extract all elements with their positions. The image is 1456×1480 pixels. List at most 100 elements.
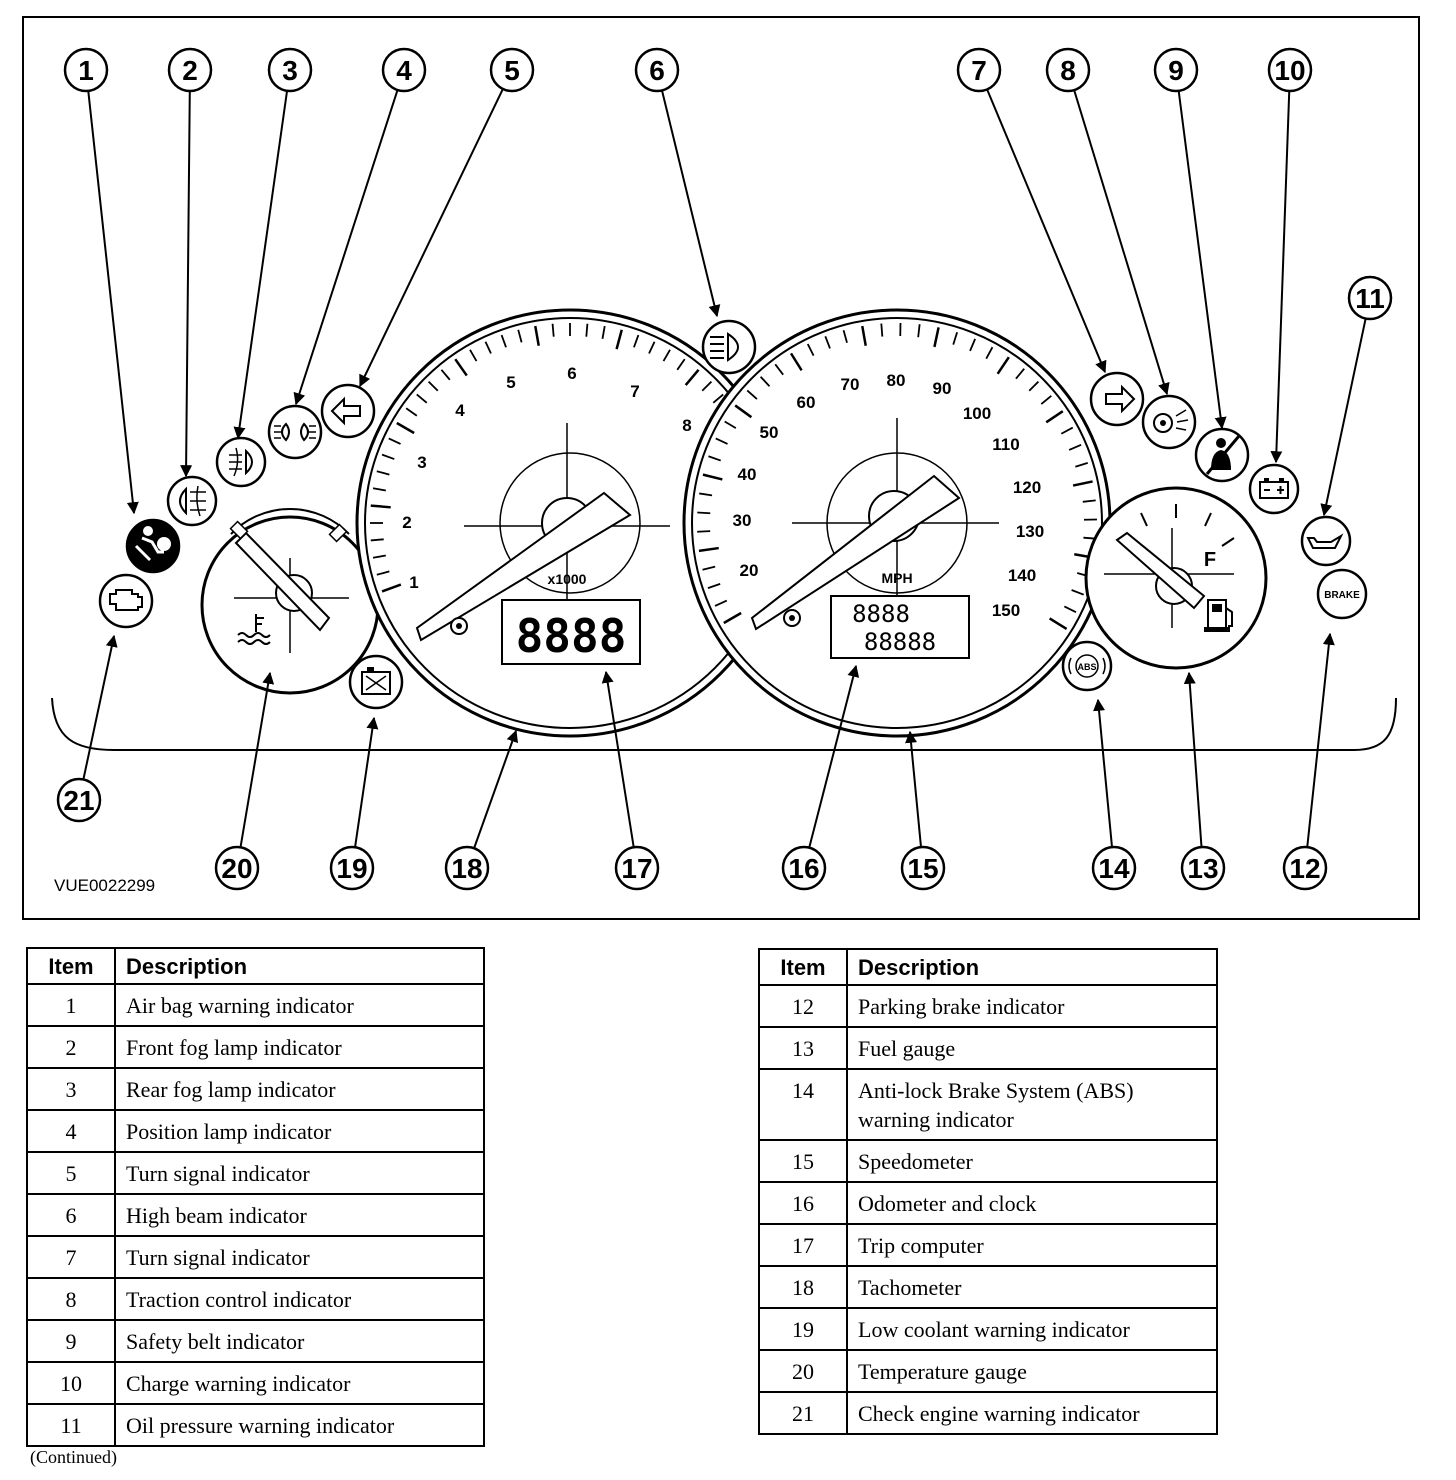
callout-arrow: [1177, 90, 1227, 430]
tachometer-scale-label: 8: [682, 416, 691, 435]
speedometer-unit-label: MPH: [881, 570, 912, 586]
legend-header-item: Item: [758, 948, 848, 986]
dial-tick: [427, 380, 439, 392]
tachometer-scale-label: 1: [409, 573, 418, 592]
dial-tick: [372, 554, 386, 559]
traction-control-icon: [1141, 394, 1197, 450]
legend-item-description: Check engine warning indicator: [846, 1391, 1218, 1435]
tachometer-scale-label: 5: [506, 373, 515, 392]
oil-pressure-icon: [1300, 515, 1352, 567]
legend-header-description: Description: [846, 948, 1218, 986]
legend-item-number: 2: [26, 1025, 116, 1069]
callout-marker: 9: [1153, 47, 1199, 93]
callout-arrow: [986, 88, 1107, 374]
callout-circle: [1347, 275, 1393, 321]
callout-marker: 5: [489, 47, 535, 93]
legend-item-number: 17: [758, 1223, 848, 1267]
legend-item-number: 19: [758, 1307, 848, 1351]
callout-marker: 20: [214, 845, 260, 891]
legend-item-number: 12: [758, 984, 848, 1028]
abs-icon: ABS: [1061, 640, 1113, 692]
speedometer-scale-label: 60: [797, 393, 816, 412]
callout-marker: 3: [267, 47, 313, 93]
legend-item-description: High beam indicator: [114, 1193, 485, 1237]
legend-item-number: 20: [758, 1349, 848, 1393]
legend-header-row: Item Description: [26, 947, 485, 985]
dial-tick: [1082, 499, 1096, 503]
dial-tick: [712, 393, 724, 404]
dial-tick: [615, 329, 623, 350]
dial-tick: [1028, 380, 1040, 392]
dial-tick: [734, 404, 753, 419]
callout-circle: [1045, 47, 1091, 93]
legend-item-description: Oil pressure warning indicator: [114, 1403, 485, 1447]
callout-circle: [781, 845, 827, 891]
dial-tick: [500, 334, 507, 348]
dial-tick: [601, 325, 606, 339]
callout-marker: 6: [634, 47, 680, 93]
callout-arrow: [239, 671, 275, 848]
dial-tick: [917, 324, 921, 338]
dial-tick: [405, 407, 418, 417]
dial-tick: [551, 323, 555, 337]
callout-circle: [56, 777, 102, 823]
brake-icon: BRAKE: [1316, 568, 1368, 620]
callout-arrow: [82, 634, 118, 780]
legend-item-number: 16: [758, 1181, 848, 1225]
callout-number: 6: [649, 55, 665, 86]
check-engine-icon: [98, 573, 154, 629]
legend-item-description: Safety belt indicator: [114, 1319, 485, 1363]
figure-code: VUE0022299: [54, 876, 155, 895]
legend-item-description: Turn signal indicator: [114, 1235, 485, 1279]
callout-marker: 15: [900, 845, 946, 891]
callout-circle: [381, 47, 427, 93]
odometer-line-2: 88888: [864, 628, 936, 656]
dial-tick: [1071, 589, 1085, 596]
callout-number: 13: [1187, 853, 1218, 884]
tachometer-scale-label: 6: [567, 364, 576, 383]
callout-circle: [900, 845, 946, 891]
dial-tick: [746, 389, 758, 400]
dial-tick: [585, 323, 589, 337]
legend-item-description: Tachometer: [846, 1265, 1218, 1309]
callout-number: 15: [907, 853, 938, 884]
abs-indicator-label: ABS: [1077, 662, 1096, 672]
dial-tick: [774, 363, 784, 376]
callout-arrow: [905, 730, 922, 848]
dial-tick: [440, 369, 451, 381]
callout-number: 4: [396, 55, 412, 86]
callout-marker: 16: [781, 845, 827, 891]
high-beam-icon: [701, 319, 757, 375]
trip-computer-display: [501, 599, 641, 665]
callout-number: 11: [1355, 283, 1385, 314]
legend-item-description: Anti-lock Brake System (ABS) warning ind…: [846, 1068, 1218, 1141]
airbag-icon: [125, 518, 181, 574]
dial-tick: [370, 504, 391, 509]
legend-item-number: 1: [26, 983, 116, 1027]
turn-right-icon: [1089, 371, 1145, 427]
rear-fog-lamp-icon: [215, 436, 267, 488]
legend-header-row: Item Description: [758, 948, 1218, 986]
fuel-gauge: F: [1084, 486, 1268, 670]
dial-tick: [702, 565, 716, 571]
tachometer-multiplier-label: x1000: [548, 571, 587, 587]
callout-circle: [614, 845, 660, 891]
legend-item-number: 11: [26, 1403, 116, 1447]
legend-item-number: 13: [758, 1026, 848, 1070]
dial-tick: [842, 330, 848, 344]
callout-number: 2: [182, 55, 198, 86]
dial-tick: [714, 599, 728, 607]
dial-tick: [648, 341, 656, 354]
callout-number: 16: [788, 853, 819, 884]
tachometer-scale-label: 4: [455, 401, 465, 420]
temperature-gauge: [200, 507, 380, 695]
dial-tick: [724, 420, 737, 429]
dial-tick: [824, 335, 831, 349]
